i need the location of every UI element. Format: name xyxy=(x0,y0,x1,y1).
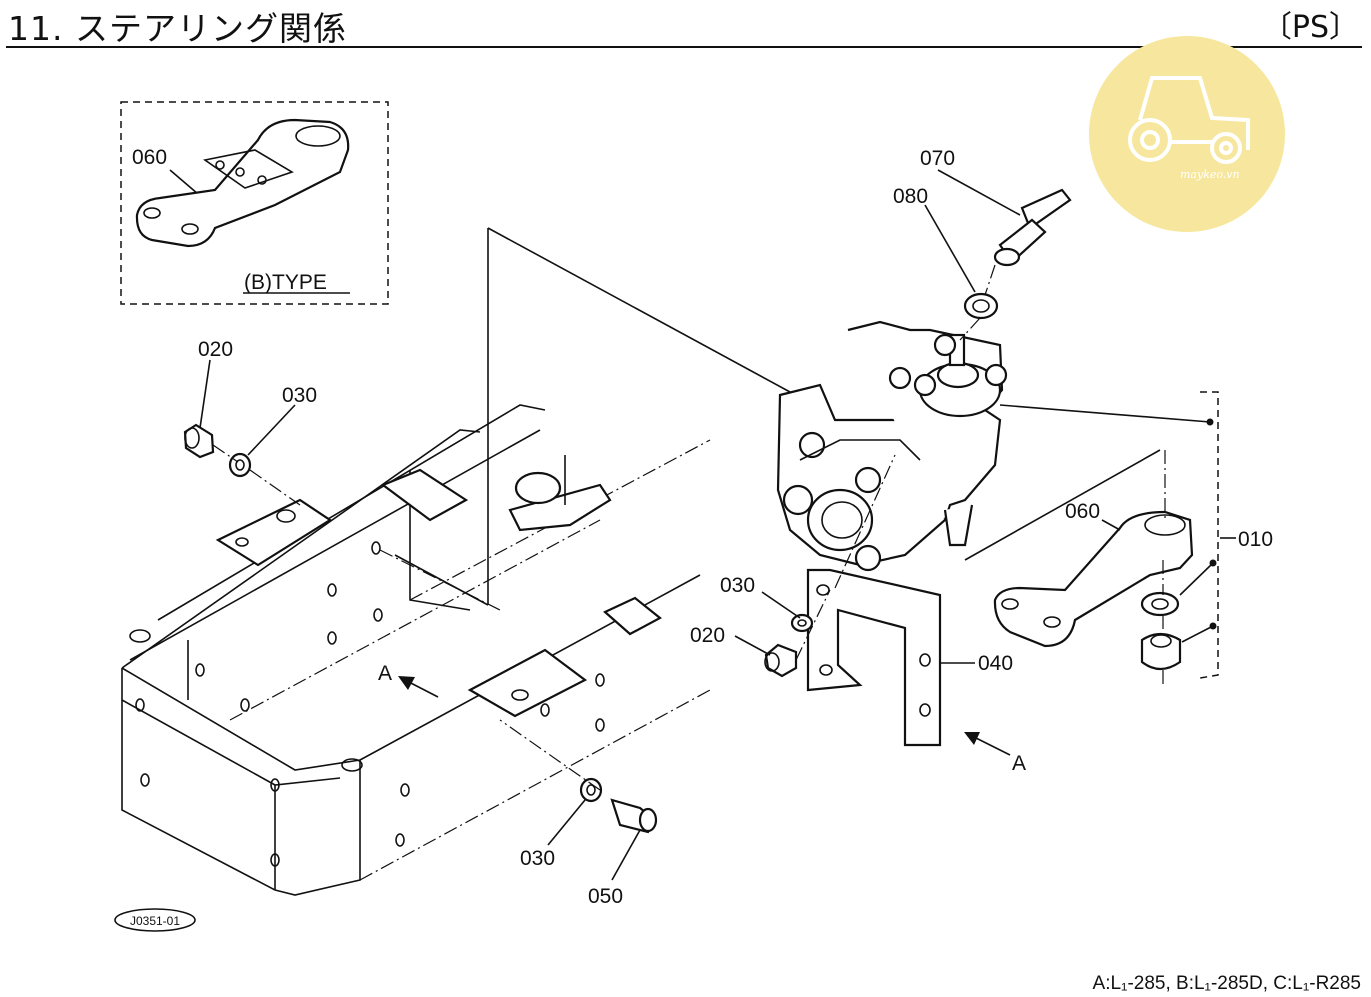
pitman-arm-060 xyxy=(993,510,1194,648)
callout-050: 050 xyxy=(588,885,623,908)
model-footnote: A:L₁-285, B:L₁-285D, C:L₁-R285 xyxy=(1092,973,1361,994)
callout-030-bottom: 030 xyxy=(520,847,555,870)
view-a-label-right: A xyxy=(1012,752,1026,775)
view-a-arrow-right xyxy=(964,732,1011,756)
view-a-label-left: A xyxy=(378,662,392,685)
bolt-050 xyxy=(610,798,658,834)
watermark-text: maykeo.vn xyxy=(1180,168,1240,181)
callout-030-right: 030 xyxy=(720,574,755,597)
seal-080 xyxy=(963,292,999,320)
washer-nut xyxy=(1140,591,1182,671)
callout-060-inset: 060 xyxy=(132,146,167,169)
callout-060: 060 xyxy=(1065,500,1100,523)
steering-gearbox xyxy=(776,320,1008,572)
inset-b-type: 060 (B)TYPE xyxy=(120,101,389,305)
washer-030-bottom xyxy=(579,777,603,803)
callout-010: 010 xyxy=(1238,528,1273,551)
bolt-020-right xyxy=(764,643,798,678)
section-code: 〔PS〕 xyxy=(1261,10,1359,45)
frame-assembly xyxy=(121,227,791,896)
washer-030-left xyxy=(228,452,252,478)
bolt-020-left xyxy=(183,423,215,459)
callout-020-right: 020 xyxy=(690,624,725,647)
washer-030-right xyxy=(790,613,814,633)
callout-080: 080 xyxy=(893,185,928,208)
callout-020-left: 020 xyxy=(198,338,233,361)
view-a-arrow-left xyxy=(398,676,439,698)
watermark-logo: maykeo.vn xyxy=(1089,36,1285,232)
title-rule xyxy=(6,46,1362,48)
callout-030-left: 030 xyxy=(282,384,317,407)
figure-ref-text: J0351-01 xyxy=(130,914,180,928)
callout-040: 040 xyxy=(978,652,1013,675)
figure-ref: J0351-01 xyxy=(114,908,196,932)
shaft-070 xyxy=(993,188,1072,267)
bracket-040 xyxy=(806,568,942,747)
callout-070: 070 xyxy=(920,147,955,170)
assembly-bracket-010 xyxy=(1179,391,1236,679)
inset-label: (B)TYPE xyxy=(244,271,327,294)
page-title: 11. ステアリング関係 xyxy=(8,9,347,48)
